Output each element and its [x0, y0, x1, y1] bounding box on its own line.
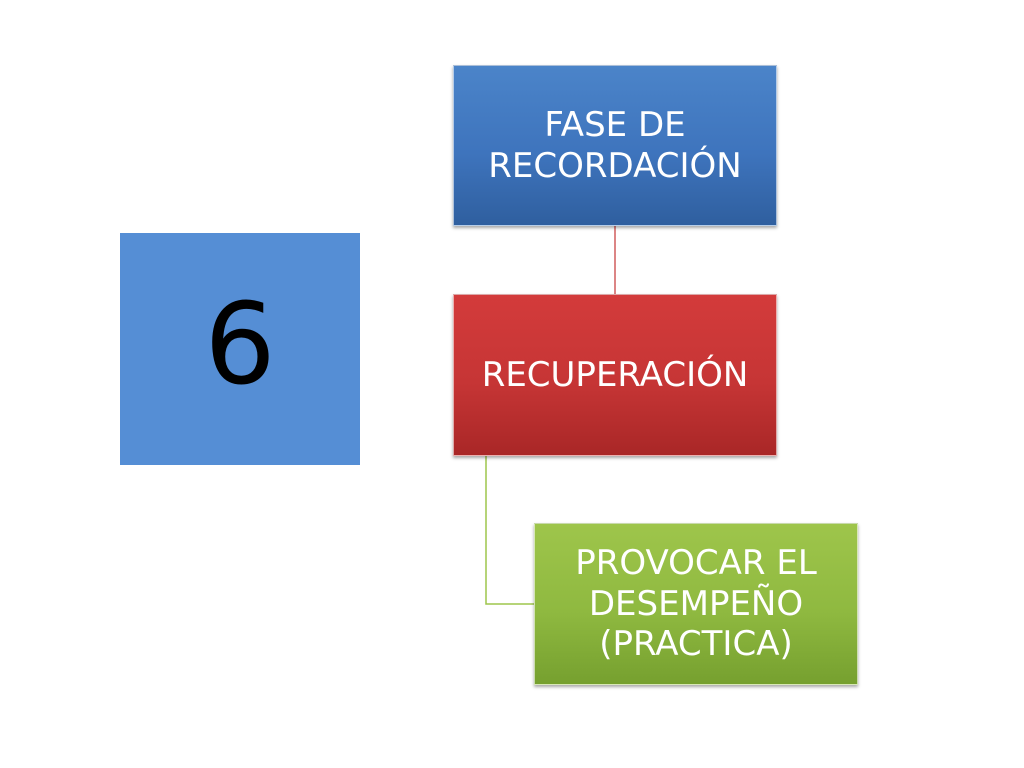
node-provocar-el-desempeno: PROVOCAR EL DESEMPEÑO (PRACTICA): [534, 523, 858, 685]
node-label: FASE DE RECORDACIÓN: [488, 104, 742, 186]
node-label: PROVOCAR EL DESEMPEÑO (PRACTICA): [575, 542, 817, 665]
step-number-box: 6: [120, 233, 360, 465]
step-number: 6: [204, 280, 276, 410]
node-fase-de-recordacion: FASE DE RECORDACIÓN: [453, 65, 777, 226]
node-recuperacion: RECUPERACIÓN: [453, 294, 777, 456]
node-label: RECUPERACIÓN: [481, 354, 749, 395]
connector-middle-to-bottom: [485, 456, 534, 605]
